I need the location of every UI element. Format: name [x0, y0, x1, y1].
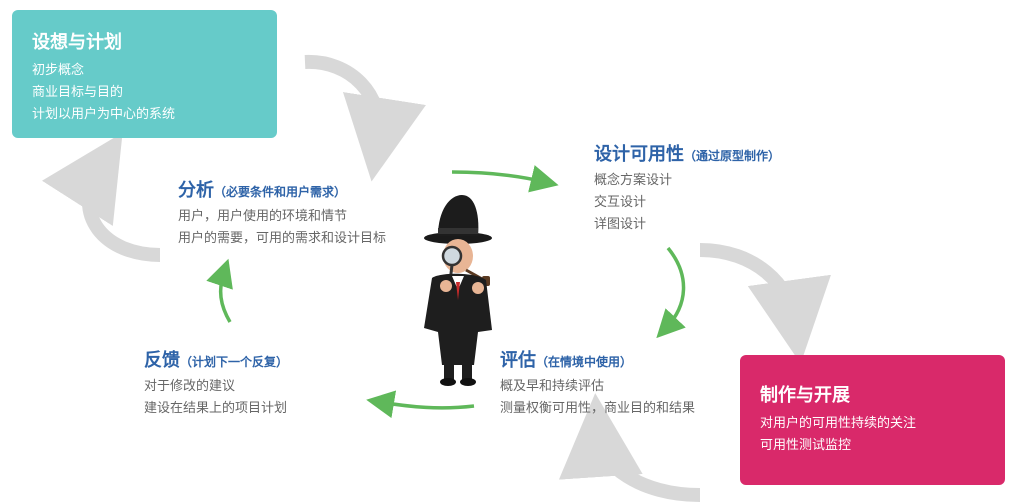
- detective-icon: [424, 195, 492, 386]
- develop-box-line: 对用户的可用性持续的关注: [760, 416, 917, 431]
- feedback-stage: 反馈（计划下一个反复） 对于修改的建议 建设在结果上的项目计划: [144, 346, 288, 420]
- arrow-icon: [558, 393, 701, 502]
- evaluation-title-row: 评估（在情境中使用）: [500, 346, 695, 372]
- feedback-title: 反馈: [144, 350, 180, 371]
- analysis-line: 用户，用户使用的环境和情节: [178, 209, 348, 224]
- design-title-row: 设计可用性（通过原型制作）: [594, 140, 780, 166]
- arrow-icon: [42, 132, 161, 262]
- design-line: 详图设计: [594, 217, 647, 232]
- plan-box-line: 计划以用户为中心的系统: [32, 107, 176, 122]
- arrow-icon: [451, 165, 559, 193]
- feedback-title-row: 反馈（计划下一个反复）: [144, 346, 288, 372]
- plan-box-line: 初步概念: [32, 63, 85, 78]
- feedback-line: 对于修改的建议: [144, 379, 236, 394]
- analysis-title-row: 分析（必要条件和用户需求）: [178, 176, 386, 202]
- design-stage: 设计可用性（通过原型制作） 概念方案设计 交互设计 详图设计: [594, 140, 780, 236]
- arrow-icon: [366, 390, 475, 419]
- analysis-stage: 分析（必要条件和用户需求） 用户，用户使用的环境和情节 用户的需要，可用的需求和…: [178, 176, 386, 250]
- develop-box: 制作与开展 对用户的可用性持续的关注 可用性测试监控: [740, 355, 1005, 485]
- plan-box-line: 商业目标与目的: [32, 85, 124, 100]
- evaluation-title: 评估: [500, 350, 536, 371]
- develop-box-line: 可用性测试监控: [760, 438, 852, 453]
- feedback-subtitle: （计划下一个反复）: [180, 355, 289, 369]
- evaluation-line: 概及早和持续评估: [500, 379, 605, 394]
- arrow-icon: [699, 243, 831, 364]
- feedback-line: 建设在结果上的项目计划: [144, 401, 288, 416]
- design-title: 设计可用性: [594, 144, 684, 165]
- evaluation-stage: 评估（在情境中使用） 概及早和持续评估 测量权衡可用性，商业目的和结果: [500, 346, 695, 420]
- design-subtitle: （通过原型制作）: [684, 149, 781, 163]
- evaluation-line: 测量权衡可用性，商业目的和结果: [500, 401, 696, 416]
- arrow-icon: [656, 246, 686, 339]
- plan-box: 设想与计划 初步概念 商业目标与目的 计划以用户为中心的系统: [12, 10, 277, 138]
- design-line: 概念方案设计: [594, 173, 673, 188]
- arrow-icon: [206, 258, 233, 323]
- develop-box-title: 制作与开展: [760, 385, 850, 406]
- analysis-subtitle: （必要条件和用户需求）: [214, 185, 347, 199]
- plan-box-title: 设想与计划: [32, 32, 122, 53]
- evaluation-subtitle: （在情境中使用）: [536, 355, 633, 369]
- arrow-icon: [304, 54, 426, 182]
- design-line: 交互设计: [594, 195, 647, 210]
- analysis-line: 用户的需要，可用的需求和设计目标: [178, 231, 387, 246]
- analysis-title: 分析: [178, 180, 214, 201]
